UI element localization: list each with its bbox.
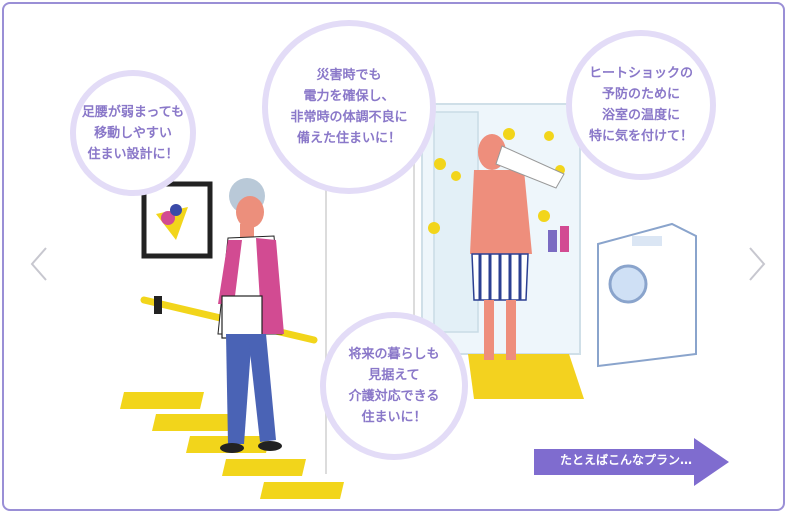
bubble-heatshock-text: ヒートショックの 予防のために 浴室の温度に 特に気を付けて！ bbox=[588, 66, 693, 144]
wall-picture bbox=[141, 181, 213, 259]
bubble-heatshock: ヒートショックの 予防のために 浴室の温度に 特に気を付けて！ bbox=[566, 30, 716, 180]
bubble-disaster-text: 災害時でも 電力を確保し、 非常時の体調不良に 備えた住まいに！ bbox=[290, 68, 408, 146]
man-with-towel bbox=[470, 134, 565, 360]
bubble-future-text: 将来の暮らしも 見据えて 介護対応できる 住まいに！ bbox=[348, 347, 440, 425]
example-plan-label: たとえばこんなプラン… bbox=[560, 453, 693, 467]
bubble-disaster: 災害時でも 電力を確保し、 非常時の体調不良に 備えた住まいに！ bbox=[262, 20, 436, 194]
washing-machine bbox=[597, 222, 697, 368]
chevron-right-icon bbox=[749, 247, 766, 281]
example-plan-button[interactable] bbox=[534, 436, 729, 488]
elderly-woman bbox=[217, 178, 284, 453]
bubble-mobility: 足腰が弱まっても 移動しやすい 住まい設計に！ bbox=[70, 70, 196, 196]
bubble-mobility-text: 足腰が弱まっても 移動しやすい 住まい設計に！ bbox=[81, 104, 185, 162]
arrow-right-icon bbox=[534, 438, 729, 486]
chevron-left-icon bbox=[30, 247, 47, 281]
bubble-future: 将来の暮らしも 見据えて 介護対応できる 住まいに！ bbox=[320, 312, 468, 460]
stairs bbox=[120, 392, 344, 499]
illustration bbox=[120, 103, 697, 499]
next-slide-button[interactable] bbox=[742, 244, 772, 284]
prev-slide-button[interactable] bbox=[24, 244, 54, 284]
